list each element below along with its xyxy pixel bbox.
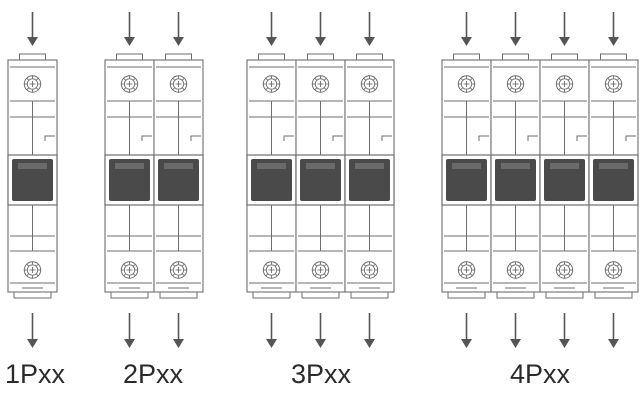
breaker-group-2p xyxy=(104,12,204,348)
terminal-screw-icon xyxy=(120,75,139,93)
group-labels: 1Pxx 2Pxx 3Pxx 4Pxx xyxy=(5,359,571,389)
breaker-group-4p xyxy=(441,12,639,348)
breaker-pole xyxy=(246,53,297,299)
arrow-down-icon xyxy=(559,313,570,348)
arrow-down-icon xyxy=(315,12,326,46)
breaker-pole xyxy=(441,53,492,299)
terminal-screw-icon xyxy=(506,75,525,93)
terminal-screw-icon xyxy=(311,261,330,279)
toggle-lever-icon xyxy=(446,159,487,201)
terminal-screw-icon xyxy=(169,261,188,279)
breaker-pole xyxy=(295,53,346,299)
breaker-pole xyxy=(153,53,204,299)
toggle-lever-icon xyxy=(593,159,634,201)
breaker-group-3p xyxy=(246,12,395,348)
terminal-screw-icon xyxy=(262,75,281,93)
toggle-lever-icon xyxy=(109,159,150,201)
arrow-down-icon xyxy=(608,12,619,46)
terminal-screw-icon xyxy=(506,261,525,279)
group-label-3p: 3Pxx xyxy=(291,359,352,389)
terminal-screw-icon xyxy=(360,261,379,279)
terminal-screw-icon xyxy=(457,261,476,279)
terminal-screw-icon xyxy=(604,261,623,279)
arrow-down-icon xyxy=(364,313,375,348)
arrow-down-icon xyxy=(27,313,38,348)
terminal-screw-icon xyxy=(311,75,330,93)
arrow-down-icon xyxy=(124,12,135,46)
terminal-screw-icon xyxy=(457,75,476,93)
terminal-screw-icon xyxy=(360,75,379,93)
arrow-down-icon xyxy=(608,313,619,348)
arrow-down-icon xyxy=(510,12,521,46)
group-label-2p: 2Pxx xyxy=(123,359,184,389)
terminal-screw-icon xyxy=(604,75,623,93)
breaker-pole xyxy=(539,53,590,299)
arrow-down-icon xyxy=(173,12,184,46)
arrow-down-icon xyxy=(124,313,135,348)
breaker-group-1p xyxy=(7,12,58,348)
toggle-lever-icon xyxy=(251,159,292,201)
toggle-lever-icon xyxy=(495,159,536,201)
group-label-4p: 4Pxx xyxy=(510,359,571,389)
terminal-screw-icon xyxy=(23,261,42,279)
arrow-down-icon xyxy=(461,313,472,348)
toggle-lever-icon xyxy=(12,159,53,201)
terminal-screw-icon xyxy=(169,75,188,93)
breaker-pole xyxy=(490,53,541,299)
group-label-1p: 1Pxx xyxy=(5,359,66,389)
toggle-lever-icon xyxy=(349,159,390,201)
arrow-down-icon xyxy=(364,12,375,46)
toggle-lever-icon xyxy=(300,159,341,201)
arrow-down-icon xyxy=(173,313,184,348)
arrow-down-icon xyxy=(559,12,570,46)
breaker-pole xyxy=(104,53,155,299)
terminal-screw-icon xyxy=(555,75,574,93)
breaker-pole xyxy=(588,53,639,299)
arrow-down-icon xyxy=(510,313,521,348)
terminal-screw-icon xyxy=(120,261,139,279)
breaker-pole xyxy=(344,53,395,299)
breaker-groups xyxy=(7,12,639,348)
arrow-down-icon xyxy=(27,12,38,46)
arrow-down-icon xyxy=(266,12,277,46)
toggle-lever-icon xyxy=(544,159,585,201)
toggle-lever-icon xyxy=(158,159,199,201)
arrow-down-icon xyxy=(266,313,277,348)
terminal-screw-icon xyxy=(23,75,42,93)
terminal-screw-icon xyxy=(555,261,574,279)
breaker-pole xyxy=(7,53,58,299)
arrow-down-icon xyxy=(315,313,326,348)
arrow-down-icon xyxy=(461,12,472,46)
terminal-screw-icon xyxy=(262,261,281,279)
